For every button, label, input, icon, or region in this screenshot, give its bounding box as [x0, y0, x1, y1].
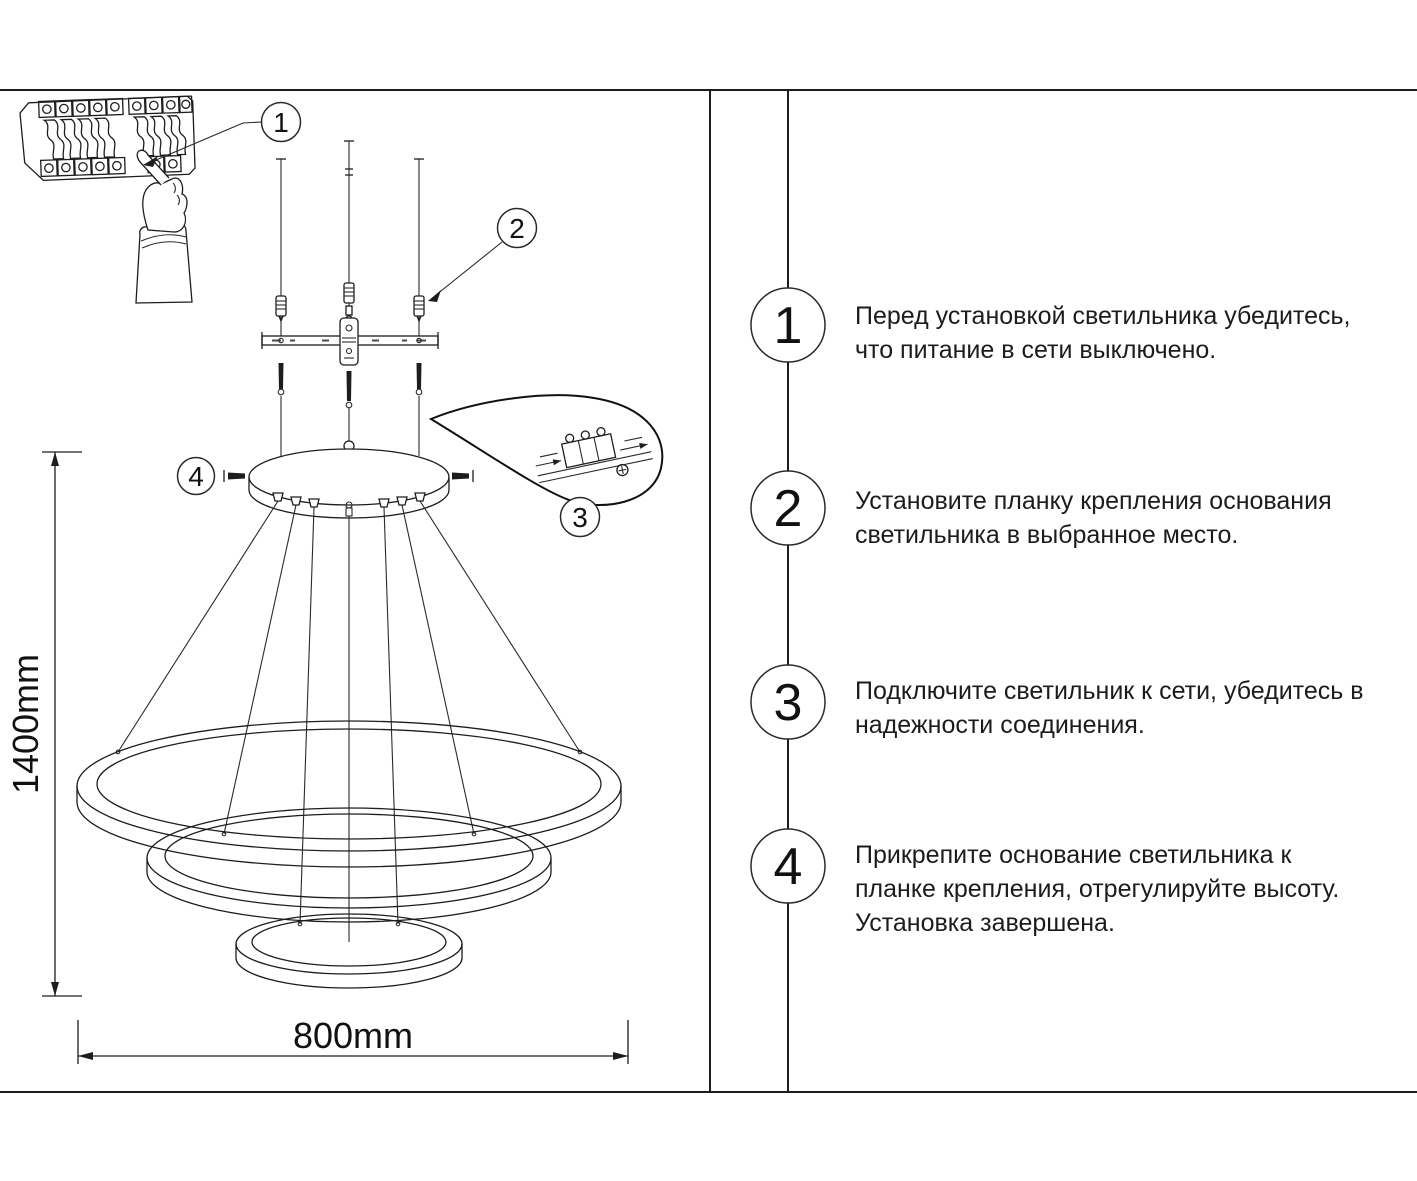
canopy [248, 440, 450, 519]
step-2-circle [750, 470, 826, 546]
callout-3-number: 3 [572, 502, 588, 533]
callout-3-circle [559, 496, 601, 538]
step-circles: 1 2 3 4 [750, 287, 826, 904]
detail-balloon: 3 [428, 394, 664, 538]
central-coupler [339, 317, 359, 366]
step-4-text: Прикрепите основание светильника к планк… [855, 841, 1340, 937]
callout-4-circle [176, 456, 216, 496]
step-3-circle [750, 664, 826, 740]
terminal-block-icon [535, 427, 653, 484]
suspension-cables [115, 500, 583, 942]
frame-lines [0, 89, 1417, 1093]
dimension-width: 800mm [77, 1015, 629, 1064]
breaker-top-terminals [37, 95, 193, 119]
ring-small [235, 913, 463, 989]
hand-pointing-icon [135, 149, 193, 304]
anchor-dowel-left [275, 295, 287, 323]
anchor-dowel-right [413, 295, 425, 323]
breaker-toggles [42, 115, 187, 160]
circuit-breaker-panel-icon [19, 95, 196, 182]
step-2-text: Установите планку крепления основания св… [855, 487, 1332, 549]
callout-4-number: 4 [188, 461, 204, 492]
ring-middle [146, 807, 552, 923]
step-3-number: 3 [774, 674, 803, 732]
mounting-screws [277, 363, 423, 409]
callout-4: 4 [176, 456, 474, 496]
step-2-number: 2 [774, 480, 803, 538]
ring-large [76, 720, 622, 868]
step-4-circle [750, 828, 826, 904]
callout-2-circle [496, 207, 538, 249]
dimension-height: 1400mm [5, 451, 82, 997]
step-1-circle [750, 287, 826, 363]
step-1-number: 1 [774, 297, 803, 355]
callout-1-circle [260, 101, 302, 143]
height-dimension-label: 1400mm [5, 654, 46, 794]
width-dimension-label: 800mm [293, 1015, 413, 1056]
callout-2-number: 2 [509, 213, 525, 244]
callout-1: 1 [143, 101, 302, 167]
screw-icon-left [223, 470, 245, 482]
anchor-dowel-center [343, 282, 355, 323]
breaker-bottom-terminals [39, 154, 182, 178]
screw-icon-right [452, 470, 474, 482]
step-1-text: Перед установкой светильника убедитесь, … [855, 302, 1351, 364]
callout-1-number: 1 [273, 107, 289, 138]
cable-glands [272, 492, 426, 508]
step-4-number: 4 [774, 838, 803, 896]
callout-2: 2 [428, 207, 538, 302]
step-3-text: Подключите светильник к сети, убедитесь … [855, 677, 1364, 739]
mounting-assembly [261, 140, 439, 456]
